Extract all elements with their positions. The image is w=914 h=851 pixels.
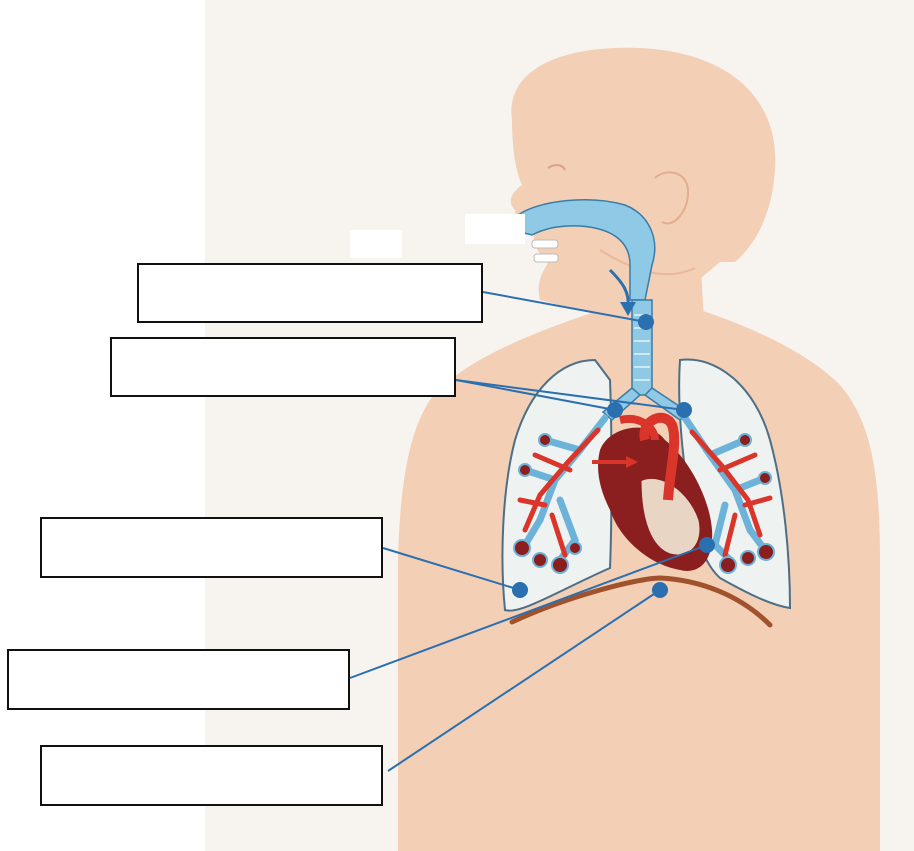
label-box-5-text xyxy=(42,747,381,804)
label-box-2-text xyxy=(112,339,454,395)
dot-marker-icon xyxy=(652,582,668,598)
label-box-1[interactable] xyxy=(137,263,483,323)
teeth-upper xyxy=(532,240,558,248)
dot-marker-icon xyxy=(699,537,715,553)
mask-patch-right xyxy=(465,214,525,244)
dot-marker-icon xyxy=(512,582,528,598)
dot-marker-icon xyxy=(638,314,654,330)
label-box-2[interactable] xyxy=(110,337,456,397)
label-box-5[interactable] xyxy=(40,745,383,806)
mask-patch-left xyxy=(350,230,402,258)
label-box-4-text xyxy=(9,651,348,708)
label-box-3-text xyxy=(42,519,381,576)
dot-marker-icon xyxy=(676,402,692,418)
teeth-lower xyxy=(534,254,558,262)
label-box-4[interactable] xyxy=(7,649,350,710)
dot-marker-icon xyxy=(607,402,623,418)
label-box-1-text xyxy=(139,265,481,321)
label-box-3[interactable] xyxy=(40,517,383,578)
